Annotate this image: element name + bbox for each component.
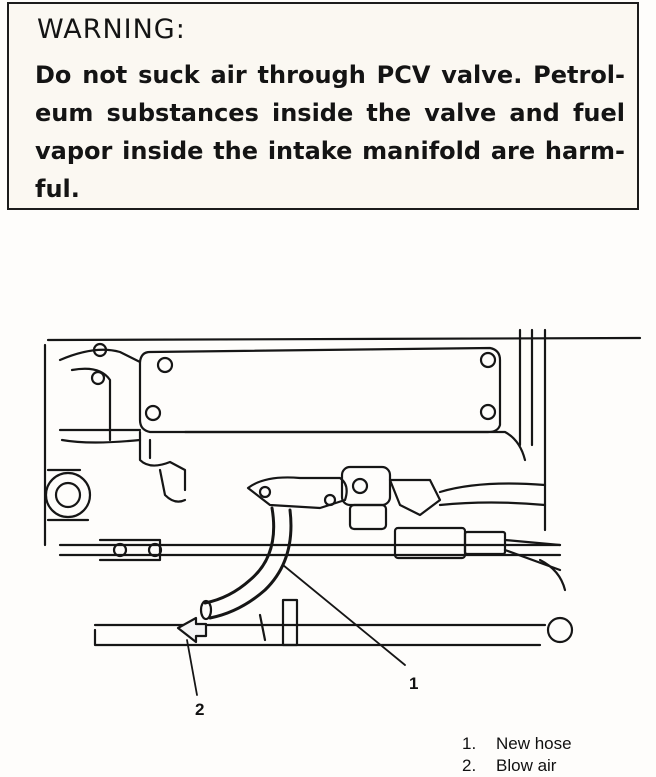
warning-line: vapor inside the intake manifold are har… xyxy=(35,137,625,165)
engine-illustration xyxy=(43,328,642,696)
warning-line: ful. xyxy=(35,175,80,203)
legend-label: New hose xyxy=(496,734,572,753)
legend-number: 2. xyxy=(462,756,477,775)
callout-2: 2 xyxy=(195,700,205,719)
callout-1: 1 xyxy=(409,674,419,693)
warning-line: eum substances inside the valve and fuel xyxy=(35,99,625,127)
warning-title: WARNING: xyxy=(37,14,186,45)
legend-label: Blow air xyxy=(496,756,557,775)
legend-number: 1. xyxy=(462,734,477,753)
legend-item: 1. New hose xyxy=(462,733,572,755)
legend-item: 2. Blow air xyxy=(462,755,572,777)
legend: 1. New hose 2. Blow air xyxy=(462,733,572,777)
warning-box: WARNING: Do not suck air through PCV val… xyxy=(7,2,639,210)
warning-text: Do not suck air through PCV valve. Petro… xyxy=(35,56,625,208)
warning-line: Do not suck air through PCV valve. Petro… xyxy=(35,61,625,89)
